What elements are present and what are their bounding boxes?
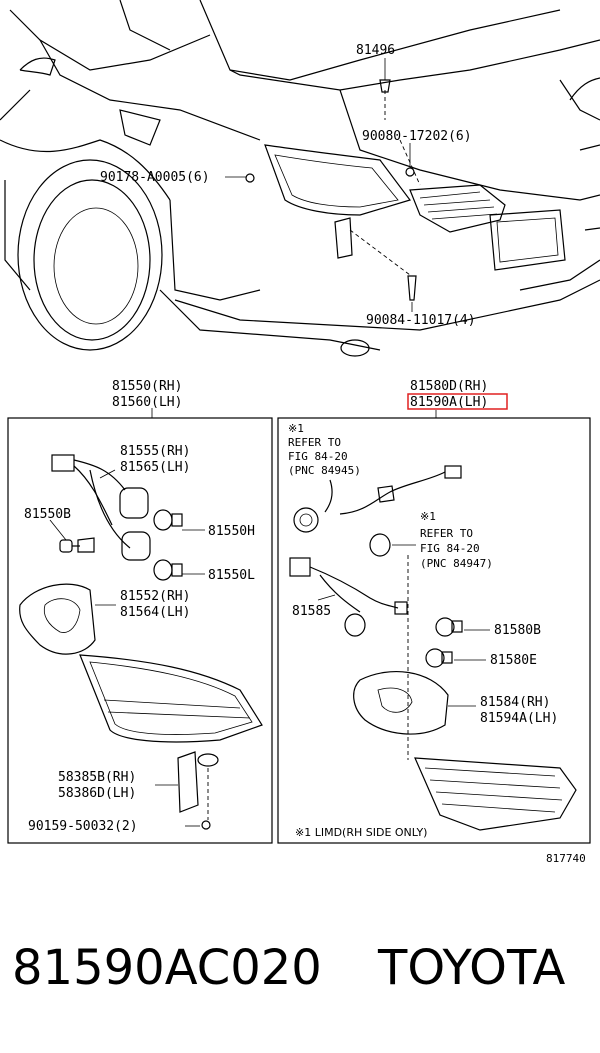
right-ref1-harness-illustration bbox=[293, 465, 462, 533]
right-bulb-b: 81580B bbox=[494, 623, 541, 638]
label-90084: 90084-11017(4) bbox=[366, 313, 476, 328]
clip-81496-icon bbox=[379, 79, 391, 93]
left-group-frame bbox=[7, 417, 273, 844]
label-81496: 81496 bbox=[356, 43, 395, 58]
highlight-box bbox=[407, 393, 508, 410]
left-header-rh: 81550(RH) bbox=[112, 379, 182, 394]
label-90178: 90178-A0005(6) bbox=[100, 170, 210, 185]
bolt-90084-icon bbox=[407, 275, 417, 301]
nut-90080-icon bbox=[405, 167, 415, 177]
left-header-lh: 81560(LH) bbox=[112, 395, 182, 410]
right-garnish-lamp-illustration bbox=[414, 757, 577, 831]
label-90080: 90080-17202(6) bbox=[362, 129, 472, 144]
right-ref1-line3: (PNC 84945) bbox=[288, 464, 361, 477]
left-gasket-illustration bbox=[19, 583, 96, 655]
left-bulb-b: 81550B bbox=[24, 507, 71, 522]
left-bulb-h: 81550H bbox=[208, 524, 255, 539]
left-socket-wiring-illustration bbox=[51, 454, 183, 581]
right-gasket-illustration bbox=[353, 670, 449, 735]
right-header-rh: 81580D(RH) bbox=[410, 379, 488, 394]
car-body-illustration bbox=[0, 0, 600, 357]
figure-id: 817740 bbox=[546, 852, 586, 865]
caption-brand: TOYOTA bbox=[378, 940, 566, 996]
right-gasket-rh: 81584(RH) bbox=[480, 695, 550, 710]
right-socket-81585-illustration bbox=[289, 557, 408, 637]
caption-part-number: 81590AC020 bbox=[12, 940, 322, 996]
right-socket: 81585 bbox=[292, 604, 331, 619]
right-ref2-line3: (PNC 84947) bbox=[420, 557, 493, 570]
left-bracket-rh: 58385B(RH) bbox=[58, 770, 136, 785]
right-bulbs-illustration bbox=[425, 617, 463, 668]
nut-90178-icon bbox=[245, 173, 255, 183]
parts-diagram: 81496 90080-17202(6) 90178-A0005(6) 9008… bbox=[0, 0, 600, 865]
left-bracket-illustration bbox=[177, 751, 219, 830]
right-gasket-lh: 81594A(LH) bbox=[480, 711, 558, 726]
right-group-frame bbox=[277, 417, 591, 844]
right-ref1-line2: FIG 84-20 bbox=[288, 450, 348, 463]
left-bracket-lh: 58386D(LH) bbox=[58, 786, 136, 801]
right-ref2-socket-icon bbox=[369, 533, 391, 557]
right-ref2-line2: FIG 84-20 bbox=[420, 542, 480, 555]
right-ref2-line1: REFER TO bbox=[420, 527, 473, 540]
right-ref1-mark: ※1 bbox=[288, 422, 304, 435]
left-socket-rh: 81555(RH) bbox=[120, 444, 190, 459]
right-ref1-line1: REFER TO bbox=[288, 436, 341, 449]
left-bulb-l: 81550L bbox=[208, 568, 255, 583]
right-footnote: ※1 LIMD(RH SIDE ONLY) bbox=[295, 826, 427, 839]
right-ref2-mark: ※1 bbox=[420, 510, 436, 523]
left-gasket-rh: 81552(RH) bbox=[120, 589, 190, 604]
left-tail-lamp-illustration bbox=[79, 654, 263, 743]
caption: 81590AC020 TOYOTA bbox=[0, 930, 600, 1020]
right-bulb-e: 81580E bbox=[490, 653, 537, 668]
right-header-lh: 81590A(LH) bbox=[410, 395, 488, 410]
left-screw: 90159-50032(2) bbox=[28, 819, 138, 834]
left-gasket-lh: 81564(LH) bbox=[120, 605, 190, 620]
left-socket-lh: 81565(LH) bbox=[120, 460, 190, 475]
